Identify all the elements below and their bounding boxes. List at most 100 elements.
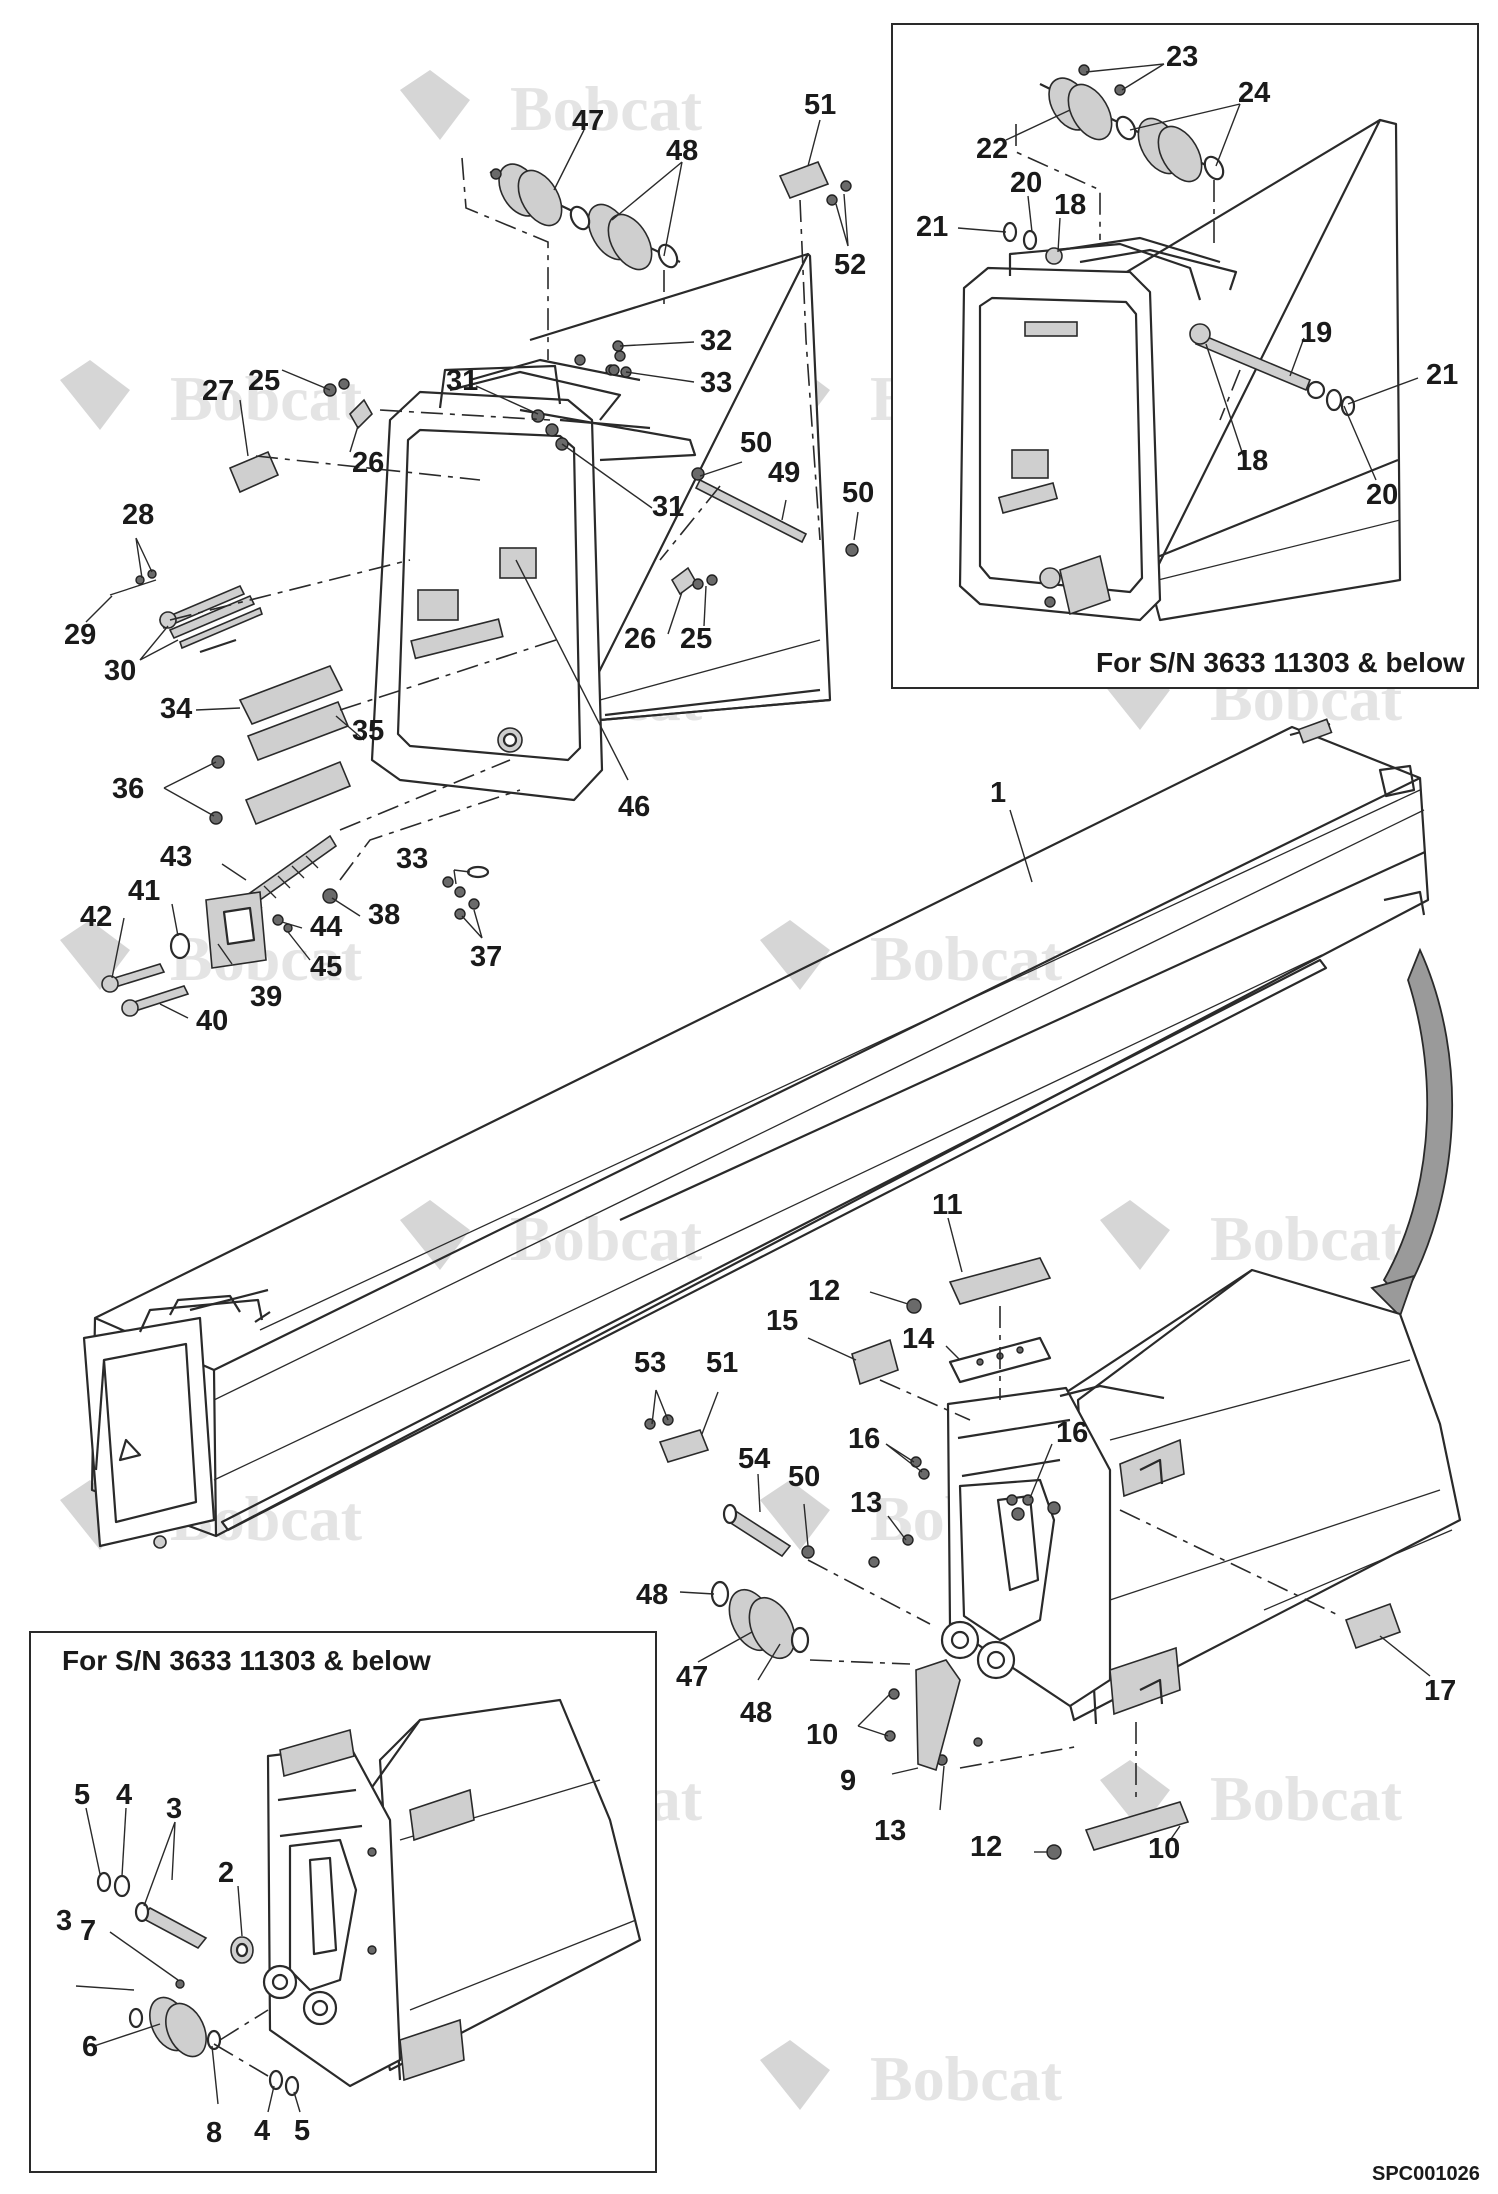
svg-text:Bobcat: Bobcat (510, 73, 703, 144)
callout-8: 8 (206, 2117, 222, 2149)
centerline-upper-sheave (461, 157, 549, 360)
centerline-51 (799, 199, 821, 541)
callout-51a: 51 (804, 89, 836, 121)
callout-33a: 33 (700, 367, 732, 399)
callout-46: 46 (618, 791, 650, 823)
callout-5a: 5 (74, 1779, 90, 1811)
transfer-arrow (1370, 947, 1454, 1318)
watermark-10: Bobcat (1100, 1200, 1403, 1274)
callout-45: 45 (310, 951, 342, 983)
callout-4a: 4 (116, 1779, 132, 1811)
callout-numbers: 1 2 3 3 4 4 5 5 6 7 8 9 10 10 11 12 12 1… (56, 41, 1458, 2149)
sheave-assembly-upper (489, 163, 681, 271)
callout-4b: 4 (254, 2115, 270, 2147)
svg-text:Bobcat: Bobcat (510, 1203, 703, 1274)
callout-23: 23 (1166, 41, 1198, 73)
callout-40: 40 (196, 1005, 228, 1037)
watermark-9: Bobcat (400, 1200, 703, 1274)
callout-44: 44 (310, 911, 342, 943)
callout-16b: 16 (1056, 1417, 1088, 1449)
callout-30: 30 (104, 655, 136, 687)
callout-10b: 10 (1148, 1833, 1180, 1865)
callout-27: 27 (202, 375, 234, 407)
callout-22: 22 (976, 133, 1008, 165)
callout-3b: 3 (56, 1905, 72, 1937)
callout-33b: 33 (396, 843, 428, 875)
svg-text:Bobcat: Bobcat (870, 923, 1063, 994)
callout-18a: 18 (1054, 189, 1086, 221)
callout-10a: 10 (806, 1719, 838, 1751)
callout-54: 54 (738, 1443, 770, 1475)
plate-51-upper (778, 160, 852, 206)
callout-13b: 13 (874, 1815, 906, 1847)
centerline-lr-5 (807, 1559, 931, 1625)
lower-right-boom-end (940, 1268, 1462, 1725)
inset-caption-bottom-left: For S/N 3633 11303 & below (62, 1645, 431, 1676)
inset-caption-top-right: For S/N 3633 11303 & below (1096, 647, 1465, 678)
left-hardware (101, 340, 859, 1017)
watermark-3: Bobcat (60, 360, 363, 434)
callout-52: 52 (834, 249, 866, 281)
callout-15: 15 (766, 1305, 798, 1337)
callout-19: 19 (1300, 317, 1332, 349)
callout-37: 37 (470, 941, 502, 973)
svg-text:Bobcat: Bobcat (170, 363, 363, 434)
callout-26a: 26 (352, 447, 384, 479)
callout-48b: 48 (636, 1579, 668, 1611)
callout-28: 28 (122, 499, 154, 531)
callout-3a: 3 (166, 1793, 182, 1825)
callout-1: 1 (990, 777, 1006, 809)
callout-35: 35 (352, 715, 384, 747)
callout-38: 38 (368, 899, 400, 931)
callout-25a: 25 (248, 365, 280, 397)
callout-47a: 47 (572, 105, 604, 137)
callout-43: 43 (160, 841, 192, 873)
callout-48c: 48 (740, 1697, 772, 1729)
callout-12a: 12 (808, 1275, 840, 1307)
callout-48a: 48 (666, 135, 698, 167)
centerline-left-7 (659, 485, 721, 561)
callout-42: 42 (80, 901, 112, 933)
callout-25b: 25 (680, 623, 712, 655)
inset-bottom-left (29, 1631, 657, 2173)
callout-11: 11 (932, 1189, 963, 1221)
callout-53: 53 (634, 1347, 666, 1379)
callout-49: 49 (768, 457, 800, 489)
callout-41: 41 (128, 875, 160, 907)
callout-47b: 47 (676, 1661, 708, 1693)
callout-6: 6 (82, 2031, 98, 2063)
callout-21a: 21 (916, 211, 948, 243)
callout-13a: 13 (850, 1487, 882, 1519)
callout-31b: 31 (652, 491, 684, 523)
centerline-lr-4 (809, 1659, 911, 1665)
callout-2: 2 (218, 1857, 234, 1889)
diagram-code: SPC001026 (1372, 2163, 1480, 2185)
callout-39: 39 (250, 981, 282, 1013)
callout-12b: 12 (970, 1831, 1002, 1863)
centerline-left-1 (255, 455, 481, 481)
callout-36: 36 (112, 773, 144, 805)
callout-20b: 20 (1366, 479, 1398, 511)
callout-14: 14 (902, 1323, 934, 1355)
callout-9: 9 (840, 1765, 856, 1797)
svg-text:Bobcat: Bobcat (1210, 1763, 1403, 1834)
callout-51b: 51 (706, 1347, 738, 1379)
centerline-left-6 (379, 409, 551, 421)
callout-20a: 20 (1010, 167, 1042, 199)
callout-31a: 31 (446, 365, 478, 397)
inset-top-right (891, 23, 1479, 689)
watermark-8: Bobcat (760, 920, 1063, 994)
callout-5b: 5 (294, 2115, 310, 2147)
svg-text:Bobcat: Bobcat (870, 2043, 1063, 2114)
callout-7: 7 (80, 1915, 96, 1947)
svg-text:Bobcat: Bobcat (1210, 1203, 1403, 1274)
watermark-1: Bobcat (400, 70, 703, 144)
boom-beam (82, 718, 1430, 1549)
callout-18b: 18 (1236, 445, 1268, 477)
centerline-lr-2 (879, 1379, 971, 1421)
callout-32: 32 (700, 325, 732, 357)
callout-34: 34 (160, 693, 192, 725)
centerline-left-5 (339, 789, 521, 881)
callout-17: 17 (1424, 1675, 1456, 1707)
